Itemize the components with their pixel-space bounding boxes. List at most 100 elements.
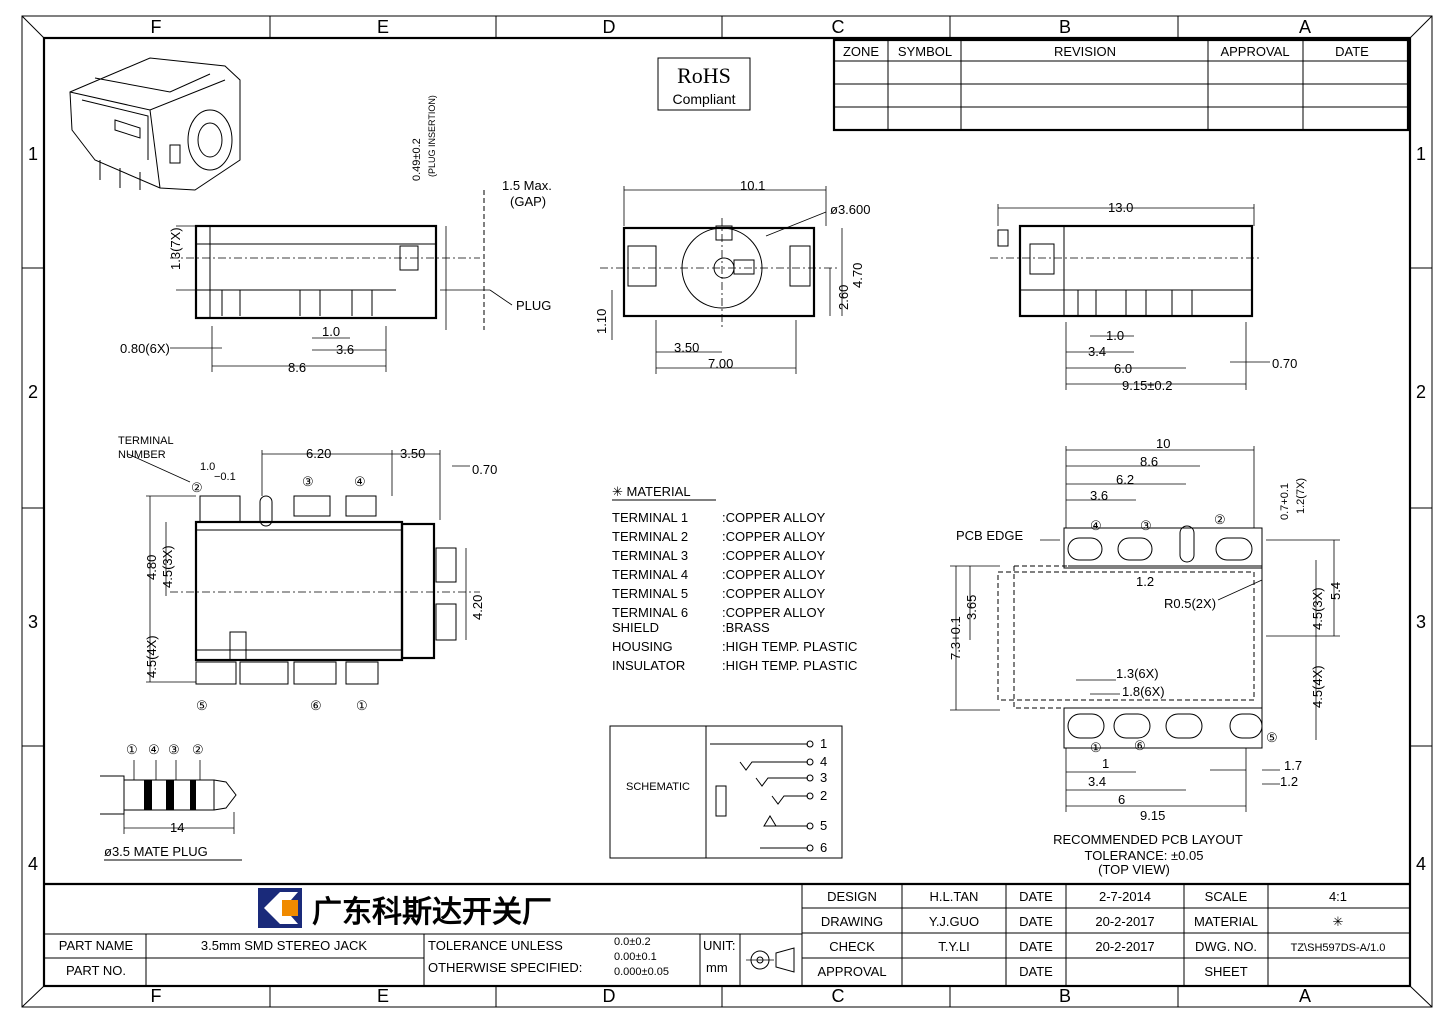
dim-label: 1.7 <box>1284 758 1302 773</box>
row-label: 4 <box>1416 854 1426 874</box>
dim-label: 5.4 <box>1328 582 1343 600</box>
company-logo <box>258 888 302 928</box>
pin-label: 6 <box>820 840 827 855</box>
terminal-label: ② <box>191 480 203 495</box>
rev-header: APPROVAL <box>1220 44 1289 59</box>
pcb-caption: RECOMMENDED PCB LAYOUT <box>1053 832 1243 847</box>
row-label: 3 <box>28 612 38 632</box>
dim-label: 9.15±0.2 <box>1122 378 1173 393</box>
terminal-label: ⑤ <box>196 698 208 713</box>
material-title: ✳ MATERIAL <box>612 484 691 499</box>
title-block-date: 2-7-2014 <box>1099 889 1151 904</box>
side-view: 0.49±0.2 (PLUG INSERTION) 1.5 Max. (GAP)… <box>120 95 552 375</box>
dim-label: 0.80(6X) <box>120 341 170 356</box>
title-block-date-label: DATE <box>1019 889 1053 904</box>
col-label: B <box>1059 17 1071 37</box>
dim-label: 4.80 <box>144 555 159 580</box>
rohs-subtitle: Compliant <box>672 91 735 107</box>
material-value: :HIGH TEMP. PLASTIC <box>722 639 857 654</box>
row-label: 1 <box>28 144 38 164</box>
material-value: :COPPER ALLOY <box>722 548 826 563</box>
material-value: :HIGH TEMP. PLASTIC <box>722 658 857 673</box>
part-name-label: PART NAME <box>59 938 134 953</box>
rev-header: ZONE <box>843 44 879 59</box>
dim-label: 1.0 <box>200 461 215 473</box>
dim-label: (GAP) <box>510 194 546 209</box>
part-no-label: PART NO. <box>66 963 126 978</box>
dim-label: (PLUG INSERTION) <box>427 95 437 177</box>
row-label: 2 <box>28 382 38 402</box>
dim-label: 13.0 <box>1108 200 1133 215</box>
dim-label: 1 <box>1102 756 1109 771</box>
title-block-k: DWG. NO. <box>1195 939 1257 954</box>
title-block-v: TZ\SH597DS-A/1.0 <box>1291 942 1386 954</box>
title-block-v: 4:1 <box>1329 889 1347 904</box>
dim-label: 1.8(6X) <box>1122 684 1165 699</box>
dim-label: TERMINAL <box>118 435 174 447</box>
rohs-title: RoHS <box>677 63 731 88</box>
tolerance-value: 0.0±0.2 <box>614 936 651 948</box>
title-block-k: SCALE <box>1205 889 1248 904</box>
col-label: E <box>377 986 389 1006</box>
pad-label: ① <box>1090 740 1102 755</box>
title-block: 广东科斯达开关厂 PART NAME 3.5mm SMD STEREO JACK… <box>44 882 1410 986</box>
dim-label: 9.15 <box>1140 808 1165 823</box>
title-block-name: T.Y.LI <box>938 939 970 954</box>
pad-label: ④ <box>1090 518 1102 533</box>
dim-label: 4.20 <box>470 595 485 620</box>
top-view: TERMINAL NUMBER 1.0 −0.1 6.20 3.50 0.70 … <box>118 435 497 713</box>
dim-label: 1.2(7X) <box>1295 478 1307 514</box>
col-label: D <box>603 986 616 1006</box>
dim-label: NUMBER <box>118 449 166 461</box>
plug-contact-label: ① <box>126 742 138 757</box>
dim-label: 10.1 <box>740 178 765 193</box>
dim-label: 1.2 <box>1280 774 1298 789</box>
dim-label: 3.50 <box>674 340 699 355</box>
unit-label: UNIT: <box>703 938 736 953</box>
pad-label: ⑥ <box>1134 738 1146 753</box>
material-name: TERMINAL 5 <box>612 586 688 601</box>
pad-label: ③ <box>1140 518 1152 533</box>
dim-label: 1.2 <box>1136 574 1154 589</box>
title-block-k: MATERIAL <box>1194 914 1258 929</box>
title-block-role: DRAWING <box>821 914 883 929</box>
dim-label: PLUG <box>516 298 551 313</box>
material-name: SHIELD <box>612 620 659 635</box>
dim-label: 0.70 <box>472 462 497 477</box>
col-label: C <box>832 986 845 1006</box>
dim-label: 6.0 <box>1114 361 1132 376</box>
dim-label: 4.70 <box>850 263 865 288</box>
title-block-role: APPROVAL <box>817 964 886 979</box>
material-value: :COPPER ALLOY <box>722 586 826 601</box>
title-block-name: Y.J.GUO <box>929 914 979 929</box>
col-label: C <box>832 17 845 37</box>
tolerance-label: OTHERWISE SPECIFIED: <box>428 960 582 975</box>
title-block-date: 20-2-2017 <box>1095 914 1154 929</box>
rev-header: REVISION <box>1054 44 1116 59</box>
title-block-date-label: DATE <box>1019 964 1053 979</box>
dim-label: 1.10 <box>594 309 609 334</box>
outer-frame <box>21 15 1433 1008</box>
col-label: B <box>1059 986 1071 1006</box>
dim-label: R0.5(2X) <box>1164 596 1216 611</box>
material-name: TERMINAL 6 <box>612 605 688 620</box>
dim-label: −0.1 <box>214 471 236 483</box>
company-name: 广东科斯达开关厂 <box>312 895 552 930</box>
title-block-date: 20-2-2017 <box>1095 939 1154 954</box>
material-name: TERMINAL 1 <box>612 510 688 525</box>
tolerance-label: TOLERANCE UNLESS <box>428 938 563 953</box>
inner-frame <box>42 36 1412 988</box>
material-value: :COPPER ALLOY <box>722 529 826 544</box>
dim-label: 1.3(6X) <box>1116 666 1159 681</box>
plug-contact-label: ④ <box>148 742 160 757</box>
dim-label: 6.2 <box>1116 472 1134 487</box>
col-label: F <box>151 17 162 37</box>
pcb-caption: TOLERANCE: ±0.05 <box>1085 848 1204 863</box>
pin-label: 1 <box>820 736 827 751</box>
terminal-label: ③ <box>302 474 314 489</box>
row-label: 3 <box>1416 612 1426 632</box>
col-label: A <box>1299 986 1311 1006</box>
dim-label: 2.60 <box>836 285 851 310</box>
rohs-stamp: RoHS Compliant <box>657 57 751 111</box>
